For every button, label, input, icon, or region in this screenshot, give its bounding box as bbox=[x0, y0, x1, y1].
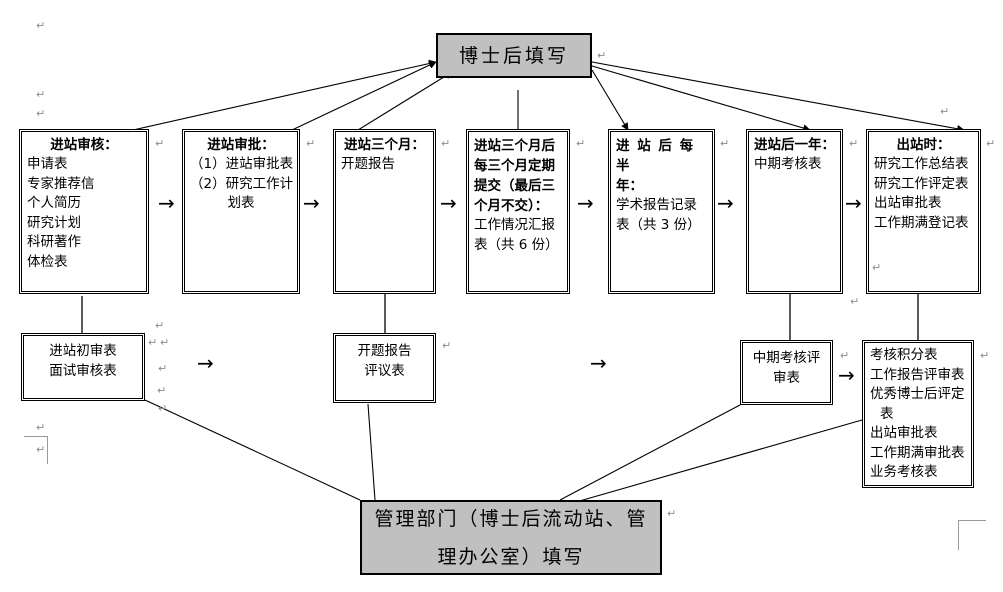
stage-entry-review-item: 个人简历 bbox=[27, 195, 81, 211]
pilcrow-mark: ↵ bbox=[158, 362, 168, 375]
admin-proposal-review-item: 评议表 bbox=[364, 362, 405, 379]
stage-three-months-title: 进站三个月： bbox=[344, 137, 425, 153]
admin-exit-forms-item: 出站审批表 bbox=[870, 425, 938, 441]
admin-proposal-review-item: 开题报告 bbox=[357, 343, 412, 359]
stage-three-months-box[interactable]: 进站三个月： 开题报告 bbox=[333, 129, 436, 294]
pilcrow-mark: ↵ bbox=[940, 105, 950, 118]
flow-arrow-icon: → bbox=[717, 191, 734, 215]
admin-department-fills-box[interactable]: 管理部门（博士后流动站、管 理办公室）填写 bbox=[360, 500, 662, 575]
stage-entry-review-item: 体检表 bbox=[27, 253, 68, 270]
stage-three-months-item: 开题报告 bbox=[341, 156, 395, 172]
admin-exit-forms-item: 业务考核表 bbox=[870, 464, 938, 480]
stage-entry-review-box[interactable]: 进站审核： 申请表 专家推荐信 个人简历 研究计划 科研著作 体检表 bbox=[19, 129, 149, 294]
admin-midterm-review-box[interactable]: 中期考核评 审表 bbox=[740, 340, 833, 405]
pilcrow-mark: ↵ bbox=[850, 295, 860, 308]
pilcrow-mark: ↵ bbox=[442, 339, 452, 352]
flow-arrow-icon: → bbox=[197, 351, 214, 375]
admin-proposal-review-box[interactable]: 开题报告 评议表 bbox=[333, 333, 436, 403]
stage-exit-item: 工作期满登记表 bbox=[874, 214, 969, 231]
admin-department-line-1: 管理部门（博士后流动站、管 bbox=[374, 507, 648, 530]
admin-entry-forms-box[interactable]: 进站初审表 面试审核表 bbox=[21, 333, 145, 401]
stage-exit-item: 出站审批表 bbox=[874, 195, 942, 211]
stage-entry-approval-item: （1）进站审批表 bbox=[190, 156, 294, 172]
pilcrow-mark: ↵ bbox=[840, 349, 850, 362]
stage-exit-box[interactable]: 出站时： 研究工作总结表 研究工作评定表 出站审批表 工作期满登记表 bbox=[866, 129, 981, 294]
stage-semiannual-box[interactable]: 进 站 后 每 半 年： 学术报告记录 表（共 3 份） bbox=[608, 129, 715, 294]
pilcrow-mark: ↵ bbox=[36, 107, 46, 120]
pilcrow-mark: ↵ bbox=[160, 336, 170, 349]
stage-exit-item: 研究工作评定表 bbox=[874, 175, 969, 192]
stage-exit-title: 出站时： bbox=[896, 137, 951, 153]
stage-semiannual-title: 进 站 后 每 半 bbox=[616, 138, 695, 174]
stage-one-year-title: 进站后一年： bbox=[754, 137, 835, 153]
admin-exit-forms-item: 考核积分表 bbox=[870, 347, 938, 363]
pilcrow-mark: ↵ bbox=[441, 137, 451, 150]
pilcrow-mark: ↵ bbox=[306, 137, 316, 150]
admin-exit-forms-box[interactable]: 考核积分表 工作报告评审表 优秀博士后评定 表 出站审批表 工作期满审批表 业务… bbox=[862, 340, 974, 488]
stage-entry-review-item: 科研著作 bbox=[27, 234, 81, 250]
admin-exit-forms-item: 表 bbox=[880, 405, 894, 422]
stage-semiannual-item: 表（共 3 份） bbox=[616, 216, 701, 233]
stage-quarterly-report-title: 每三个月定期 bbox=[474, 158, 555, 174]
admin-exit-forms-item: 优秀博士后评定 bbox=[870, 386, 965, 402]
stage-quarterly-report-box[interactable]: 进站三个月后 每三个月定期 提交（最后三 个月不交）： 工作情况汇报 表（共 6… bbox=[466, 129, 570, 294]
pilcrow-mark: ↵ bbox=[872, 261, 882, 274]
stage-entry-review-title: 进站审核： bbox=[50, 137, 118, 153]
flow-arrow-icon: → bbox=[845, 191, 862, 215]
postdoc-fills-label: 博士后填写 bbox=[458, 44, 569, 67]
pilcrow-mark: ↵ bbox=[667, 507, 677, 520]
pilcrow-mark: ↵ bbox=[36, 443, 46, 456]
stage-one-year-box[interactable]: 进站后一年： 中期考核表 bbox=[746, 129, 843, 294]
pilcrow-mark: ↵ bbox=[158, 402, 168, 415]
flow-arrow-icon: → bbox=[577, 191, 594, 215]
stage-entry-approval-box[interactable]: 进站审批： （1）进站审批表 （2）研究工作计 划表 bbox=[182, 129, 300, 294]
pilcrow-mark: ↵ bbox=[36, 421, 46, 434]
flow-arrow-icon: → bbox=[590, 351, 607, 375]
crop-mark-bottom-right bbox=[950, 520, 986, 554]
flow-arrow-icon: → bbox=[158, 191, 175, 215]
pilcrow-mark: ↵ bbox=[986, 137, 996, 150]
admin-exit-forms-item: 工作报告评审表 bbox=[870, 366, 965, 383]
admin-entry-forms-item: 进站初审表 bbox=[49, 343, 117, 359]
stage-entry-approval-title: 进站审批： bbox=[207, 137, 275, 153]
flow-arrow-icon: → bbox=[440, 191, 457, 215]
stage-quarterly-report-title: 进站三个月后 bbox=[474, 138, 555, 154]
stage-entry-approval-item: （2）研究工作计 bbox=[190, 175, 294, 192]
stage-quarterly-report-item: 工作情况汇报 bbox=[474, 217, 555, 233]
stage-entry-approval-item: 划表 bbox=[227, 195, 255, 211]
crop-mark-bottom-left bbox=[24, 436, 54, 466]
admin-department-line-2: 理办公室）填写 bbox=[437, 545, 585, 568]
admin-exit-forms-item: 工作期满审批表 bbox=[870, 444, 965, 461]
stage-quarterly-report-title: 提交（最后三 bbox=[474, 178, 555, 194]
admin-midterm-review-item: 中期考核评 bbox=[752, 350, 821, 366]
pilcrow-mark: ↵ bbox=[849, 137, 859, 150]
stage-exit-item: 研究工作总结表 bbox=[874, 156, 969, 172]
pilcrow-mark: ↵ bbox=[980, 349, 990, 362]
postdoc-fills-box[interactable]: 博士后填写 bbox=[436, 33, 592, 78]
pilcrow-mark: ↵ bbox=[36, 19, 46, 32]
pilcrow-mark: ↵ bbox=[148, 336, 158, 349]
pilcrow-mark: ↵ bbox=[576, 137, 586, 150]
stage-entry-review-item: 专家推荐信 bbox=[27, 175, 95, 192]
pilcrow-mark: ↵ bbox=[157, 384, 167, 397]
stage-semiannual-item: 学术报告记录 bbox=[616, 197, 697, 213]
stage-entry-review-item: 申请表 bbox=[27, 156, 68, 172]
pilcrow-mark: ↵ bbox=[720, 137, 730, 150]
pilcrow-mark: ↵ bbox=[36, 88, 46, 101]
pilcrow-mark: ↵ bbox=[155, 319, 165, 332]
stage-quarterly-report-item: 表（共 6 份） bbox=[474, 236, 559, 253]
pilcrow-mark: ↵ bbox=[597, 49, 607, 62]
stage-quarterly-report-title: 个月不交）： bbox=[474, 198, 549, 214]
flow-arrow-icon: → bbox=[303, 191, 320, 215]
stage-semiannual-title: 年： bbox=[616, 178, 643, 194]
admin-entry-forms-item: 面试审核表 bbox=[49, 362, 117, 379]
pilcrow-mark: ↵ bbox=[155, 137, 165, 150]
flow-arrow-icon: → bbox=[838, 363, 855, 387]
stage-one-year-item: 中期考核表 bbox=[754, 156, 822, 172]
stage-entry-review-item: 研究计划 bbox=[27, 214, 81, 231]
admin-midterm-review-item: 审表 bbox=[773, 369, 800, 386]
